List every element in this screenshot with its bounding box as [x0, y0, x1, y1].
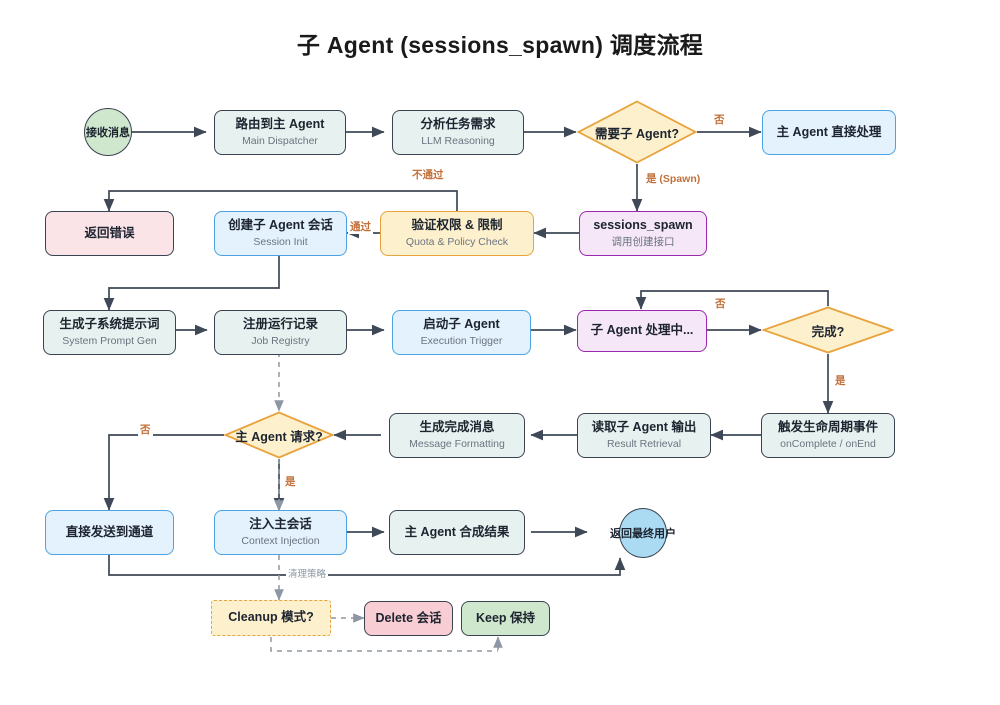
node-result-read[interactable]: 读取子 Agent 输出 Result Retrieval [577, 413, 711, 458]
node-msg-format[interactable]: 生成完成消息 Message Formatting [389, 413, 525, 458]
page-title: 子 Agent (sessions_spawn) 调度流程 [296, 32, 704, 58]
edge-label-not-done: 否 [713, 296, 728, 311]
node-delete-session[interactable]: Delete 会话 [364, 601, 453, 636]
edge-cleanup-to-keep-dashed [270, 637, 498, 652]
edge-create-to-prompt [103, 256, 280, 311]
node-need-sub-agent-decision[interactable]: 需要子 Agent? [577, 100, 697, 164]
node-end[interactable]: 返回最终用户 [610, 508, 676, 558]
edge-verify-fail-to-error [103, 190, 458, 212]
edge-label-yes-spawn: 是 (Spawn) [644, 171, 703, 186]
node-done-label: 完成? [811, 324, 845, 339]
edge-label-no-sub: 否 [712, 112, 727, 127]
edge-label-pass: 通过 [348, 219, 373, 234]
node-create-session[interactable]: 创建子 Agent 会话 Session Init [214, 211, 347, 256]
node-start[interactable]: 接收消息 [84, 108, 132, 156]
node-return-error[interactable]: 返回错误 [45, 211, 174, 256]
node-main-request-decision[interactable]: 主 Agent 请求? [224, 411, 334, 459]
node-lifecycle[interactable]: 触发生命周期事件 onComplete / onEnd [761, 413, 895, 458]
edge-label-no-request: 否 [138, 422, 153, 437]
edge-label-yes-request: 是 [283, 474, 298, 489]
node-system-prompt[interactable]: 生成子系统提示词 System Prompt Gen [43, 310, 176, 355]
node-cleanup-mode[interactable]: Cleanup 模式? [211, 600, 331, 636]
edge-label-is-done: 是 [833, 373, 848, 388]
node-main-request-label: 主 Agent 请求? [235, 429, 323, 444]
node-main-direct[interactable]: 主 Agent 直接处理 [762, 110, 896, 155]
node-exec-trigger[interactable]: 启动子 Agent Execution Trigger [392, 310, 531, 355]
edge-label-fail: 不通过 [410, 167, 446, 182]
edge-request-no-to-channel [103, 434, 224, 511]
node-need-sub-agent-label: 需要子 Agent? [594, 126, 680, 141]
node-verify-quota[interactable]: 验证权限 & 限制 Quota & Policy Check [380, 211, 534, 256]
edge-channel-to-end [108, 555, 626, 576]
node-main-compose[interactable]: 主 Agent 合成结果 [389, 510, 525, 555]
node-job-registry[interactable]: 注册运行记录 Job Registry [214, 310, 347, 355]
node-send-channel[interactable]: 直接发送到通道 [45, 510, 174, 555]
node-context-inject[interactable]: 注入主会话 Context Injection [214, 510, 347, 555]
node-analyze[interactable]: 分析任务需求 LLM Reasoning [392, 110, 524, 155]
node-sessions-spawn[interactable]: sessions_spawn 调用创建接口 [579, 211, 707, 256]
node-route-main[interactable]: 路由到主 Agent Main Dispatcher [214, 110, 346, 155]
node-sub-running[interactable]: 子 Agent 处理中... [577, 310, 707, 352]
node-done-decision[interactable]: 完成? [762, 306, 894, 354]
node-keep-session[interactable]: Keep 保持 [461, 601, 550, 636]
edge-label-cleanup-policy: 清理策略 [286, 566, 329, 580]
